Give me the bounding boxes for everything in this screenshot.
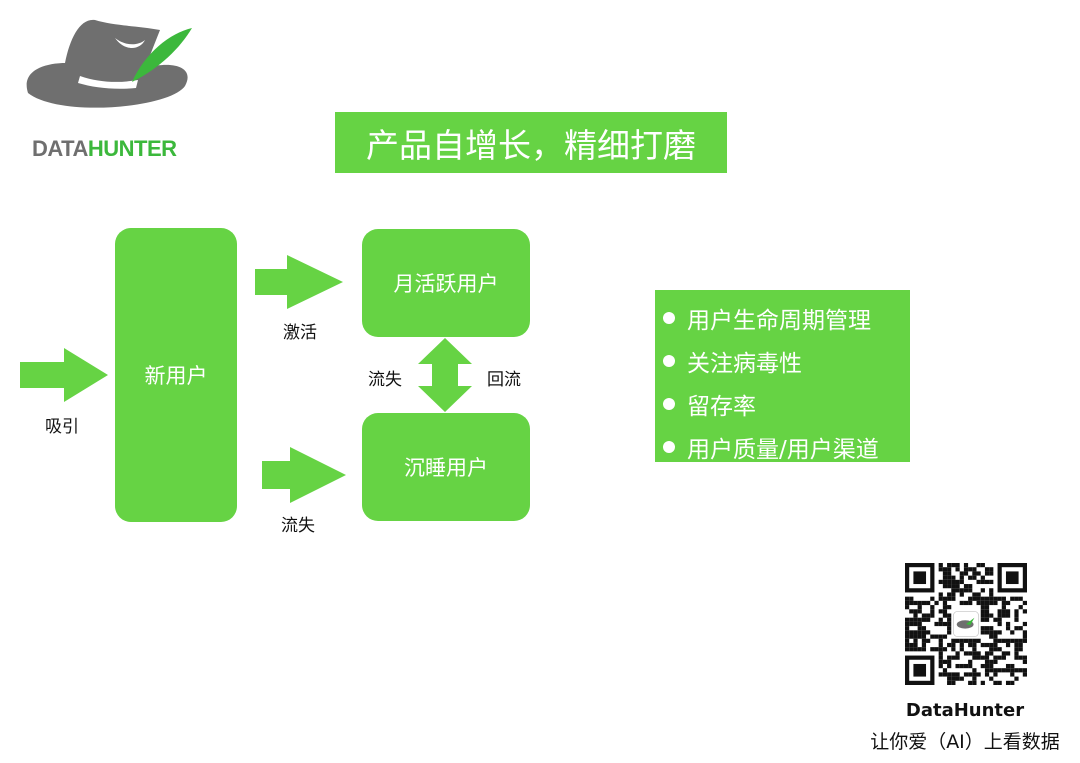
list-item: 关注病毒性: [663, 339, 910, 382]
footer-slogan: 让你爱（AI）上看数据: [870, 731, 1060, 753]
label-attract: 吸引: [45, 417, 79, 437]
label-churn-mid: 流失: [368, 370, 402, 390]
label-activate: 激活: [283, 323, 317, 343]
footer-brand: DataHunter: [905, 700, 1025, 721]
node-new-user: 新用户: [115, 228, 237, 522]
arrow-activate: [255, 255, 343, 309]
list-item: 用户生命周期管理: [663, 296, 910, 339]
qr-code: [905, 563, 1027, 685]
arrow-churn-return: [418, 338, 472, 412]
label-churn-lower: 流失: [281, 516, 315, 536]
bullet-icon: [663, 311, 675, 324]
node-dormant: 沉睡用户: [362, 413, 530, 521]
page-title: 产品自增长，精细打磨: [335, 112, 727, 173]
feature-list: 用户生命周期管理 关注病毒性 留存率 用户质量/用户渠道: [655, 290, 910, 463]
logo-wordmark: DATAHUNTER: [32, 136, 177, 161]
hat-icon: [26, 19, 192, 108]
bullet-icon: [663, 440, 675, 453]
node-mau: 月活跃用户: [362, 229, 530, 337]
bullet-icon: [663, 354, 675, 367]
arrow-attract: [20, 348, 108, 402]
label-return: 回流: [487, 370, 521, 390]
logo: DATAHUNTER: [20, 8, 200, 161]
bullet-icon: [663, 397, 675, 410]
arrow-churn: [262, 447, 346, 503]
list-item: 用户质量/用户渠道: [663, 425, 910, 468]
list-item: 留存率: [663, 382, 910, 425]
